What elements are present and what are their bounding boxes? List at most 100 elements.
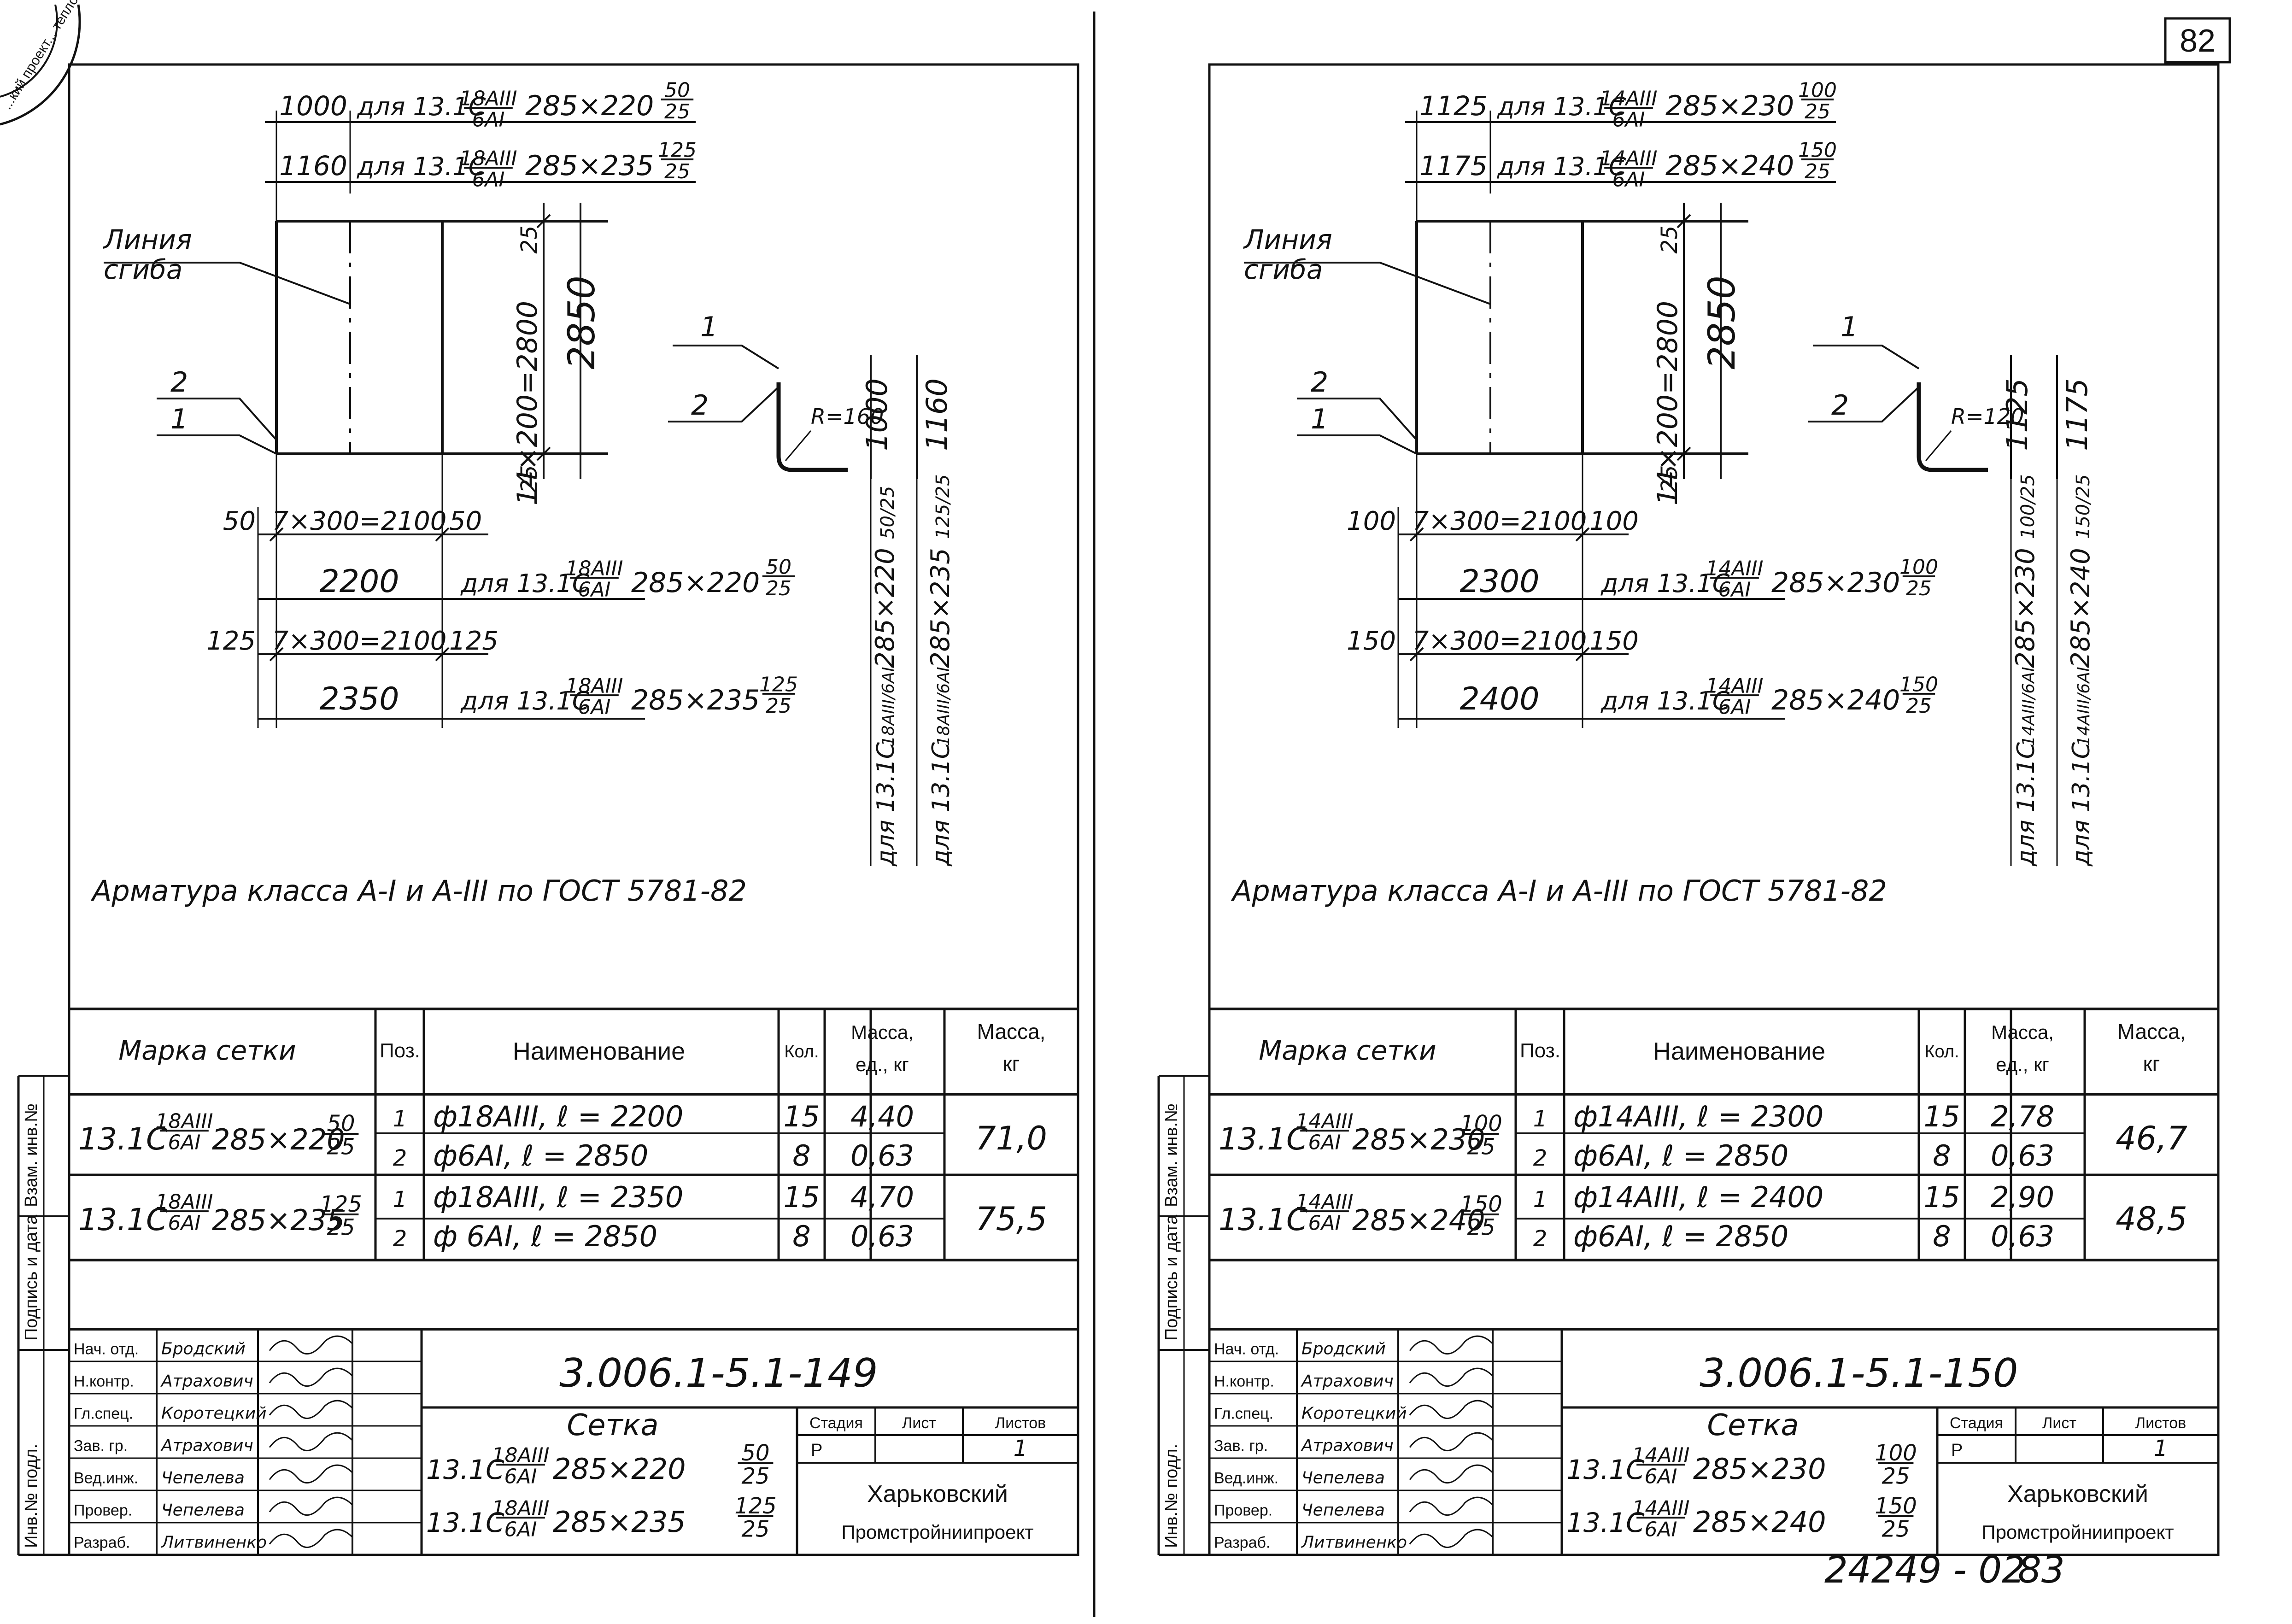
dim-b1-left: 100 [1347, 506, 1396, 536]
dim-tick [1575, 527, 1590, 542]
row-mark-size: 285×240 [1352, 1203, 1485, 1237]
vnote-2-frac: 18АIII/6АI [934, 667, 953, 746]
row-mark-pre: 13.1С [78, 1121, 167, 1157]
vnote-2-size: 285×235 [926, 548, 955, 668]
row-mark-step-den: 25 [1467, 1215, 1495, 1241]
row-qty: 8 [792, 1139, 810, 1173]
dim-b2-frac-num: 14АIII [1706, 674, 1763, 698]
signature [269, 1367, 353, 1387]
title-role: Гл.спец. [74, 1405, 133, 1423]
title-name: Литвиненко [1301, 1533, 1407, 1552]
title-stage: Р [811, 1441, 822, 1460]
title-line2-frac-num: 18АIII [492, 1496, 549, 1520]
title-sheets-h: Листов [995, 1414, 1046, 1432]
title-code: 3.006.1-5.1-150 [1700, 1350, 2018, 1396]
dim-b1-step-num: 100 [1899, 556, 1938, 579]
dim-b2-frac-den: 6АI [1718, 696, 1751, 719]
dim-tick [269, 647, 284, 662]
th-name: Наименование [1653, 1038, 1825, 1065]
stamp-arc-inner [0, 4, 58, 98]
title-name: Бродский [1301, 1340, 1386, 1359]
signature [269, 1335, 353, 1355]
row-unit-mass: 0,63 [1991, 1219, 2054, 1253]
dim-edge-bottom: 25 [516, 465, 542, 493]
row-mark-size: 285×235 [212, 1203, 345, 1237]
title-line1-size: 285×220 [553, 1452, 686, 1486]
dim-spacing-vertical: 14×200=2800 [511, 301, 544, 505]
title-line2-step-num: 125 [734, 1493, 777, 1519]
dim-top2-step-den: 25 [1805, 160, 1830, 183]
title-sheet-h: Лист [2042, 1414, 2076, 1432]
title-code: 3.006.1-5.1-149 [559, 1350, 878, 1396]
dim-b2-step-num: 125 [759, 673, 798, 697]
dim-top1-step-den: 25 [1805, 100, 1830, 123]
dim-top1-step-num: 100 [1798, 79, 1837, 102]
leader-detail-1 [1813, 345, 1920, 369]
dim-b2-right: 150 [1589, 626, 1639, 656]
reinforcement-note: Арматура класса А-I и А-III по ГОСТ 5781… [90, 874, 747, 908]
title-name: Бродский [161, 1340, 246, 1359]
dim-top1-frac-den: 6АI [1612, 108, 1645, 132]
vnote-1-step: 50/25 [877, 486, 898, 539]
row-mark-size: 285×230 [1352, 1123, 1485, 1156]
row-name: ф18АIII, ℓ = 2200 [433, 1100, 683, 1133]
row-name: ф6АI, ℓ = 2850 [1573, 1219, 1788, 1253]
vnote-2-text: для 13.1С [927, 742, 955, 867]
row-name: ф18АIII, ℓ = 2350 [433, 1180, 683, 1214]
title-role: Зав. гр. [1214, 1437, 1268, 1455]
label-bend-line-1: Линия [103, 224, 192, 255]
dim-b2-mid: 7×300=2100 [1413, 626, 1587, 656]
page-number: 82 [2180, 23, 2216, 59]
row-pos: 1 [1533, 1187, 1548, 1213]
dim-top1-size: 285×220 [525, 90, 654, 122]
row-qty: 8 [1933, 1139, 1951, 1173]
title-role: Провер. [74, 1502, 132, 1519]
row-mass: 46,7 [2116, 1120, 2187, 1157]
leader-radius [785, 430, 812, 461]
side-label-vzam: Взам. инв.№ [22, 1103, 41, 1207]
dim-tick [1409, 647, 1424, 662]
signature [269, 1464, 353, 1484]
dim-b1-step-num: 50 [766, 556, 791, 579]
title-name: Чепелева [1301, 1501, 1385, 1520]
label-pos-top: 2 [1311, 366, 1328, 399]
signature [1409, 1529, 1494, 1548]
dim-b1-text: для 13.1С [1600, 569, 1730, 598]
dim-tick [536, 446, 551, 461]
row-pos: 2 [1533, 1145, 1548, 1171]
dim-b1-right: 50 [449, 506, 482, 536]
row-mass: 75,5 [975, 1200, 1047, 1238]
detail-len1: 1125 [2000, 378, 2034, 451]
label-pos-bottom: 1 [170, 403, 188, 435]
row-pos: 2 [393, 1226, 407, 1252]
dim-b2-right: 125 [449, 626, 498, 656]
dim-tick [1677, 214, 1691, 229]
th-pos: Поз. [1520, 1039, 1560, 1062]
leader-detail-1 [673, 345, 780, 369]
dim-top2-len: 1175 [1419, 150, 1488, 182]
row-mark-frac-num: 18АIII [155, 1190, 213, 1214]
leader-detail-2 [668, 386, 780, 422]
title-org-1: Харьковский [867, 1481, 1008, 1507]
dim-tick [1409, 527, 1424, 542]
leader-pos-top [157, 398, 277, 441]
row-mark-size: 285×220 [212, 1123, 345, 1156]
dim-b2-total: 2400 [1460, 681, 1539, 717]
row-name: ф6АI, ℓ = 2850 [433, 1139, 648, 1173]
vnote-1-frac: 14АIII/6АI [2019, 667, 2038, 746]
sheet-frame [1208, 63, 2220, 1556]
dim-top1-text: для 13.1С [1497, 92, 1626, 121]
dim-b1-size: 285×230 [1771, 567, 1900, 599]
row-name: ф 6АI, ℓ = 2850 [433, 1219, 657, 1253]
dim-tick [269, 527, 284, 542]
dim-top2-step-num: 125 [658, 139, 697, 162]
dim-b1-frac-den: 6АI [578, 578, 610, 602]
row-unit-mass: 4,40 [850, 1100, 914, 1133]
leader-detail-2 [1808, 386, 1920, 422]
dim-b1-size: 285×220 [631, 567, 760, 599]
dim-tick [1575, 647, 1590, 662]
vnote-1-text: для 13.1С [872, 742, 900, 867]
dim-b2-frac-num: 18АIII [565, 674, 623, 698]
dim-top2-step-den: 25 [664, 160, 690, 183]
title-line1-step-num: 100 [1875, 1440, 1917, 1466]
